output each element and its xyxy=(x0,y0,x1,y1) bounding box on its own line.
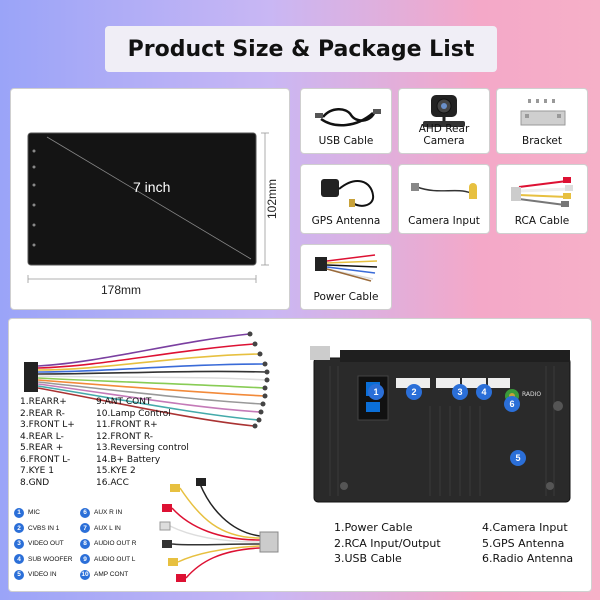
wiring-pin: 11.FRONT R+ xyxy=(96,420,158,430)
power-cable-icon xyxy=(315,254,378,282)
wiring-pin: 3.FRONT L+ xyxy=(20,420,75,430)
wiring-harness-icon xyxy=(24,331,270,429)
port-item: 5.GPS Antenna xyxy=(482,536,565,550)
package-item-label: RCA Cable xyxy=(514,215,570,227)
wiring-pin: 5.REAR + xyxy=(20,443,64,453)
usb-cable-icon xyxy=(315,108,381,127)
head-unit-front-icon xyxy=(27,132,269,283)
package-item-bracket: Bracket xyxy=(496,88,588,154)
package-item-label: GPS Antenna xyxy=(311,215,381,227)
package-item-label: Power Cable xyxy=(313,291,379,303)
radio-label: RADIO xyxy=(522,391,542,398)
rear-camera-icon xyxy=(423,95,465,127)
wiring-pin: 13.Reversing control xyxy=(96,443,189,453)
screen-size-panel: 7 inch 178mm 102mm xyxy=(10,88,290,310)
wiring-pin: 14.B+ Battery xyxy=(96,454,161,465)
package-item-rca-cable: RCA Cable xyxy=(496,164,588,234)
port-badge: 2 xyxy=(406,384,422,400)
wiring-pin: 1.REARR+ xyxy=(20,397,67,407)
port-item: 1.Power Cable xyxy=(334,521,413,534)
port-badge: 4 xyxy=(476,384,492,400)
port-badge: 5 xyxy=(510,450,526,466)
port-item: 3.USB Cable xyxy=(334,552,402,565)
screen-size-label: 7 inch xyxy=(133,179,171,195)
rear-panel: RADIO 1 2 3 4 6 5 xyxy=(310,346,574,506)
wiring-pin: 7.KYE 1 xyxy=(20,466,54,476)
wiring-pin: 8.GND xyxy=(20,477,50,488)
wiring-pin: 4.REAR L- xyxy=(20,431,64,442)
wiring-pin: 6.FRONT L- xyxy=(20,454,71,465)
package-item-label: AHD Rear Camera xyxy=(418,123,470,147)
package-item-gps-antenna: GPS Antenna xyxy=(300,164,392,234)
wiring-pin: 2.REAR R- xyxy=(20,408,65,419)
wiring-pin: 10.Lamp Control xyxy=(96,408,171,419)
bracket-icon xyxy=(520,99,566,126)
package-item-camera-input: Camera Input xyxy=(398,164,490,234)
port-list-right: 4.Camera Input 5.GPS Antenna 6.Radio Ant… xyxy=(482,520,573,567)
package-item-label: USB Cable xyxy=(318,135,374,147)
port-item: 6.Radio Antenna xyxy=(482,552,574,565)
package-item-label: Bracket xyxy=(521,135,562,147)
rca-cable-icon xyxy=(511,177,573,207)
camera-input-cable-icon xyxy=(411,183,477,199)
wiring-pin: 16.ACC xyxy=(96,477,129,488)
wiring-pins-left: 1.REARR+ 2.REAR R- 3.FRONT L+ 4.REAR L- … xyxy=(20,397,75,489)
package-item-usb-cable: USB Cable xyxy=(300,88,392,154)
port-badge: 1 xyxy=(368,384,384,400)
width-dimension-label: 178mm xyxy=(101,283,142,297)
wiring-pin: 15.KYE 2 xyxy=(96,466,136,476)
wiring-pin: 9.ANT CONT xyxy=(96,397,152,407)
package-item-label: Camera Input xyxy=(408,215,480,227)
wiring-pin: 12.FRONT R- xyxy=(96,431,154,442)
port-item: 2.RCA Input/Output xyxy=(334,536,441,550)
height-dimension-label: 102mm xyxy=(265,178,279,219)
head-unit-rear-icon xyxy=(310,346,571,503)
port-badge: 3 xyxy=(452,384,468,400)
port-list-left: 1.Power Cable 2.RCA Input/Output 3.USB C… xyxy=(334,520,441,567)
title-bar: Product Size & Package List xyxy=(105,26,497,72)
gps-antenna-icon xyxy=(321,179,375,207)
page-title: Product Size & Package List xyxy=(127,36,475,62)
package-item-rear-camera: AHD Rear Camera xyxy=(398,88,490,154)
port-badge: 6 xyxy=(504,396,520,412)
wiring-pins-right: 9.ANT CONT 10.Lamp Control 11.FRONT R+ 1… xyxy=(96,397,189,489)
rca-harness-icon xyxy=(159,478,279,582)
package-item-power-cable: Power Cable xyxy=(300,244,392,310)
port-item: 4.Camera Input xyxy=(482,521,568,534)
